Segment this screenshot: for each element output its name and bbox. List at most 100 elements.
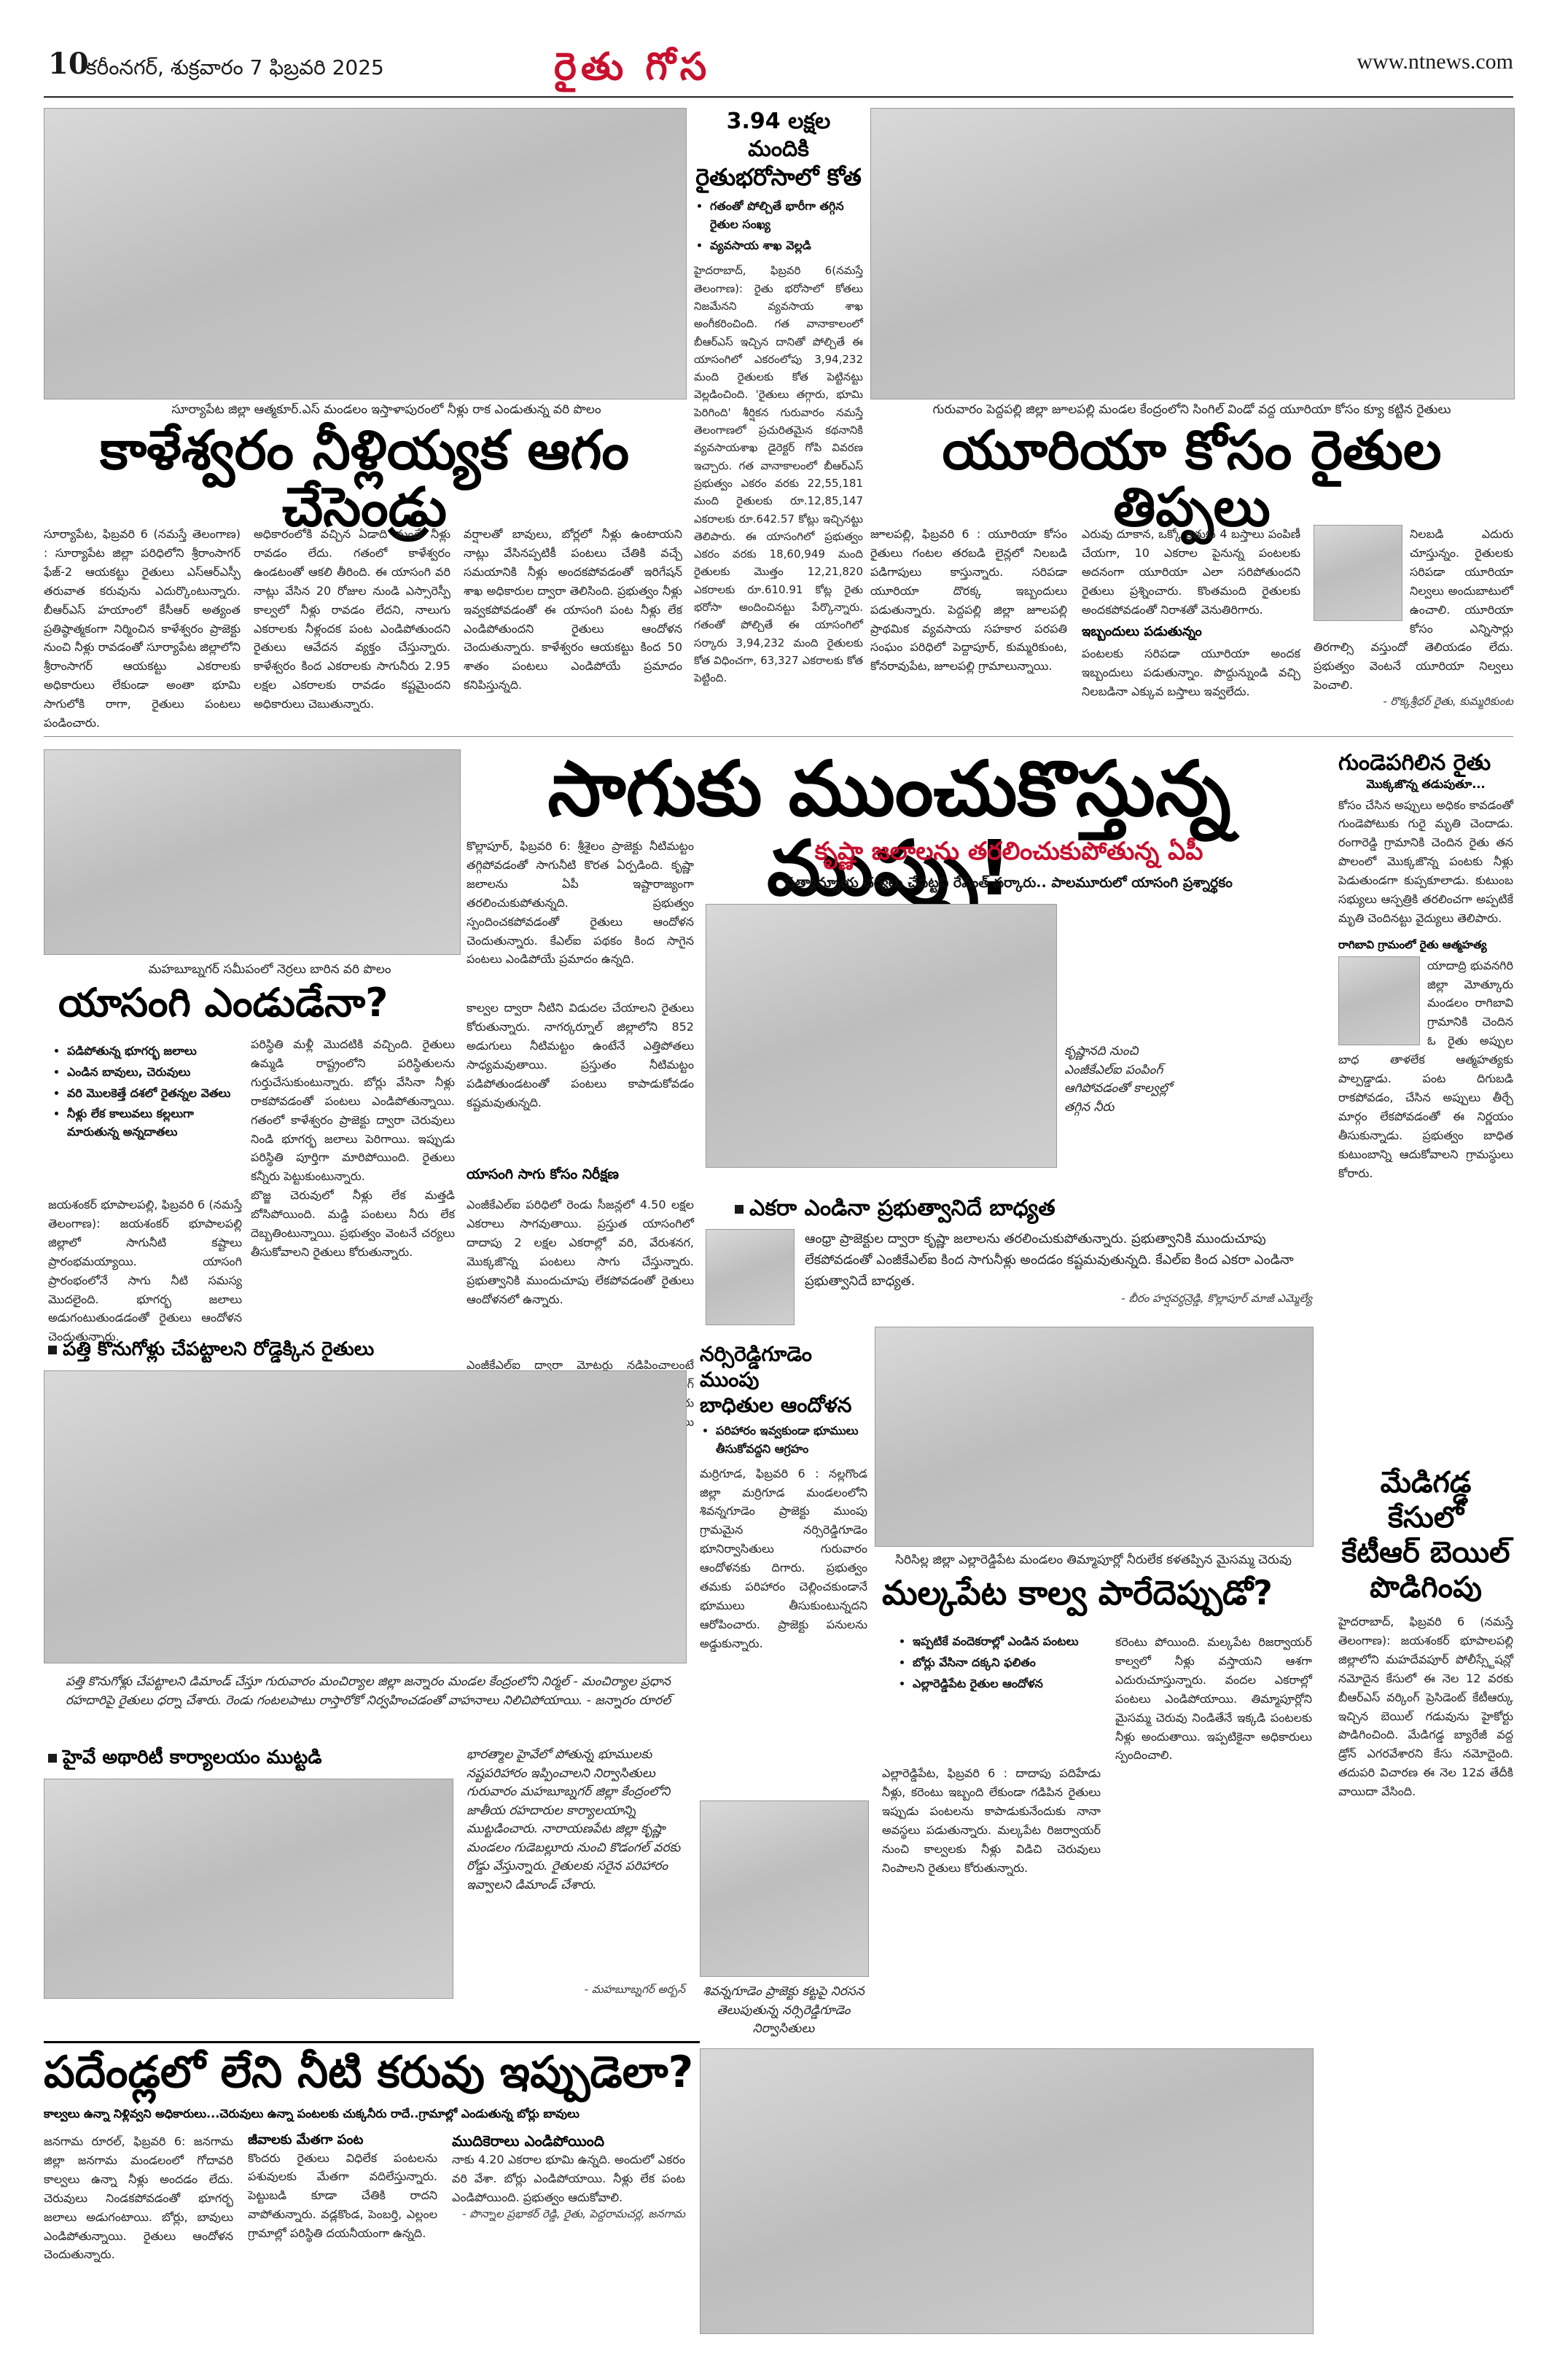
photo-cotton-protest [44,1370,687,1663]
subhead-padendla: కాల్వలు ఉన్నా నిళ్లివ్వని అధికారులు...చె… [44,2107,580,2120]
bullet: పడిపోతున్న భూగర్భ జలాలు [67,1042,241,1061]
story-ktr-bail: మేడిగడ్డ కేసులో కేటీఆర్ బెయిల్ పొడిగింపు… [1338,1465,1513,1801]
main-col-2: కాల్వల ద్వారా నీటిని విడుదల చేయాలని రైతు… [467,1001,694,1109]
bullet: వరి మొలకెత్తే దశలో రైతన్నల వెతలు [67,1085,241,1103]
site-url[interactable]: www.ntnews.com [1357,50,1513,74]
photo-kicker: గురువారం పెద్దపల్లి జిల్లా జూలపల్లి మండల… [932,402,1451,417]
mla-portrait [706,1229,795,1325]
sub-gundepagilina: మొక్కజొన్న తడుపుతూ... [1366,776,1486,791]
bullet: ఎండిన బావులు, చెరువులు [67,1064,241,1082]
photo-dry-canal [44,749,461,955]
photo-highway-protest [44,1779,453,1999]
padendla-col-2-text: కొందరు రైతులు విధిలేక పంటలను పశువులకు మే… [248,2150,437,2241]
padendla-col-3: ముదికెరాలు ఎండిపోయింది నాకు 4.20 ఎకరాల భ… [452,2132,685,2223]
yasangi-col-1: జయశంకర్ భూపాలపల్లి, ఫిబ్రవరి 6 (నమస్తే త… [48,1198,242,1344]
bullet: పరిహారం ఇవ్వకుండా భూములు తీసుకోవద్దని ఆగ… [716,1422,867,1459]
highway-byline: - మహబూబ్నగర్ అర్బన్ [584,1983,685,1996]
malkapet-kicker: సిరిసిల్ల జిల్లా ఎల్లారెడ్డిపేట మండలం తి… [895,1553,1292,1567]
main-col-1: కొల్లాపూర్, ఫిబ్రవరి 6: శ్రీశైలం ప్రాజెక… [467,837,694,969]
padendla-col-3-head: ముదికెరాలు ఎండిపోయింది [452,2132,604,2150]
headline-highway: హైవే అథారిటీ కార్యాలయం ముట్టడి [48,1746,456,1770]
headline-line-1: నర్సిరెడ్డిగూడెం ముంపు [700,1342,812,1392]
padendla-byline: - పొన్నాల ప్రభాకర్ రెడ్డి, రైతు, పెద్దరా… [462,2207,685,2220]
story-body: హైదరాబాద్, ఫిబ్రవరి 6 (నమస్తే తెలంగాణ): … [1338,1615,1513,1799]
square-bullet-icon [48,1345,57,1354]
headline-malkapet: మల్కపేట కాల్వ పారేదెప్పుడో? [882,1573,1273,1612]
square-bullet-icon [735,1204,744,1214]
headline-kaleshwaram: కాళేశ్వరం నీళ్లియ్యక ఆగం చేసెండ్రు [99,419,630,539]
yasangi-bullets: పడిపోతున్న భూగర్భ జలాలు ఎండిన బావులు, చె… [51,1042,241,1144]
urea-col-3-text: నిలబడి ఎదురు చూస్తున్నం. రైతులకు సరిపడా … [1314,527,1513,692]
urea-col-1: జూలపల్లి, ఫిబ్రవరి 6 : యూరియా కోసం రైతుల… [870,527,1067,674]
section-title: రైతు గోస [554,45,711,89]
quote-headline: ఎకరా ఎండినా ప్రభుత్వానిదే బాధ్యత [749,1195,1055,1221]
bullet: బోర్లు వేసినా దక్కని ఫలితం [913,1654,1115,1672]
square-bullet-icon [48,1753,57,1763]
page-number: 10 [48,47,89,81]
divider [44,2041,700,2043]
photo-urea-queue [870,108,1515,399]
photo-krishna-river [706,904,1057,1168]
headline-line-2: బాధితుల ఆందోళన [700,1393,852,1417]
quote-byline: - బీరం హర్షవర్ధన్రెడ్డి, కొల్లాపూర్ మాజీ… [1121,1292,1312,1306]
headline-padendla: పదేండ్లలో లేని నీటి కరువు ఇప్పుడెలా? [44,2047,694,2098]
yasangi-col-2-text: పరిస్థితి మళ్లీ మొదటికి వచ్చింది. రైతులు… [251,1037,455,1184]
headline-line-2: కేటీఆర్ బెయిల్ [1341,1536,1510,1569]
headline-gundepagilina: గుండెపగిలిన రైతు [1338,750,1491,776]
kaleshwaram-col-1: సూర్యాపేట, ఫిబ్రవరి 6 (నమస్తే తెలంగాణ) :… [44,527,241,730]
sub-raagibavi: రాగిబావి గ్రామంలో రైతు ఆత్మహత్య [1338,937,1487,951]
main-subhead: యాసంగి సాగు కోసం నిరీక్షణ [467,1166,619,1182]
story-body: కోసం చేసిన అప్పులు అధికం కావడంతో గుండెపో… [1338,797,1513,925]
photo-caption: కృష్ణానది నుంచి ఎంజీకేఎల్ఐ పంపింగ్ ఆగిపో… [1064,1044,1172,1115]
urea-col-2-text: ఎరువు దూకాన, ఒక్కో రైతుకు 4 బస్తాలు పంపి… [1082,527,1300,617]
photo-dry-tank [700,2048,1314,2334]
highway-body: భారత్మాల హైవేలో పోతున్న భూములకు నష్టపరిహ… [467,1747,681,1892]
bullet-2: వ్యవసాయ శాఖ వెల్లడి [710,237,863,255]
photo-project-protest [700,1800,869,1977]
story-narsireddigudem: నర్సిరెడ్డిగూడెం ముంపు బాధితుల ఆందోళన పర… [700,1341,867,1653]
padendla-col-2: జీవాలకు మేతగా పంట కొందరు రైతులు విధిలేక … [248,2132,437,2243]
yasangi-kicker: మహబూబ్నగర్ సమీపంలో నెర్రలు బారిన వరి పొల… [148,962,391,977]
story-body: హైదరాబాద్, ఫిబ్రవరి 6(నమస్తే తెలంగాణ): ర… [694,264,863,685]
malkapet-bullets: ఇప్పటికే వందెకరాల్లో ఎండిన పంటలు బోర్లు … [897,1633,1115,1696]
photo-dry-pond [875,1327,1314,1547]
yasangi-col-2: పరిస్థితి మళ్లీ మొదటికి వచ్చింది. రైతులు… [251,1035,455,1262]
main-col-1-text: కొల్లాపూర్, ఫిబ్రవరి 6: శ్రీశైలం ప్రాజెక… [467,839,694,967]
padendla-col-3-text: నాకు 4.20 ఎకరాల భూమి ఉన్నది. అందులో ఎకరం… [452,2153,685,2204]
bullet-1: గతంతో పోల్చితే భారీగా తగ్గిన రైతుల సంఖ్య [710,198,863,234]
malkapet-col-2: కరెంటు పోయింది. మల్కపేట రిజర్వాయర్ కాల్వ… [1115,1635,1312,1763]
headline-yasangi: యాసంగి ఎండుడేనా? [58,980,389,1026]
headline-main: సాగుకు ముంచుకొస్తున్న ముప్పు! [547,744,1231,913]
main-red-block: కృష్ణా జలాలను తరలించుకుపోతున్న ఏపీ ప్రత్… [706,837,1312,894]
headline-line-3: పొడిగింపు [1370,1571,1482,1604]
headline-line-1: 3.94 లక్షల మందికి [726,109,831,162]
farmer-portrait [1338,956,1420,1045]
red-headline: కృష్ణా జలాలను తరలించుకుపోతున్న ఏపీ [814,837,1203,866]
kaleshwaram-col-3: వర్షాలతో బావులు, బోర్లలో నీళ్లు ఉంటాయని … [464,527,682,692]
quote-text: ఆంధ్రా ప్రాజెక్టుల ద్వారా కృష్ణా జలాలను … [805,1231,1294,1289]
urea-col-3: నిలబడి ఎదురు చూస్తున్నం. రైతులకు సరిపడా … [1314,525,1513,711]
header-rule [44,96,1513,98]
malkapet-col-1: ఎల్లారెడ్డిపేట, ఫిబ్రవరి 6 : దాదాపు పదిహ… [882,1766,1101,1875]
headline-cotton: పత్తి కొనుగోళ్లు చేపట్టాలని రోడ్డెక్కిన … [48,1338,456,1362]
padendla-col-1: జనగామ రూరల్, ఫిబ్రవరి 6: జనగామ జిల్లా జన… [44,2134,233,2262]
divider [44,736,1513,737]
story-body: మర్రిగూడ, ఫిబ్రవరి 6 : నల్లగొండ జిల్లా మ… [700,1466,867,1650]
photo-kicker: సూర్యాపేట జిల్లా ఆత్మకూర్.ఎస్ మండలం ఇస్త… [171,402,601,417]
kaleshwaram-col-2: అధికారంలోకి వచ్చిన ఏడాది నుండే నీళ్లు రా… [254,527,450,711]
bullet: ఎల్లారెడ్డిపేట రైతుల ఆందోళన [913,1675,1115,1693]
headline-urea: యూరియా కోసం రైతుల తిప్పలు [942,419,1442,539]
farmer-portrait [1314,525,1402,621]
headline-line-2: రైతుభరోసాలో కోత [695,163,862,191]
urea-col-2: ఎరువు దూకాన, ఒక్కో రైతుకు 4 బస్తాలు పంపి… [1082,525,1300,701]
story-farmer-heart-attack: గుండెపగిలిన రైతు మొక్కజొన్న తడుపుతూ... క… [1338,749,1513,1182]
bullet: నీళ్లు లేక కాలువలు కల్లలుగా మారుతున్న అన… [67,1105,241,1142]
padendla-col-2-head: జీవాలకు మేతగా పంట [248,2132,364,2147]
urea-byline: - రొక్కశ్రీధర్ రైతు, కుమ్మరికుంట [1383,695,1513,709]
narsireddigudem-caption: శివన్నగూడెం ప్రాజెక్టు కట్టపై నిరసన తెలు… [703,1984,865,2036]
red-subhead: ప్రత్యామ్నాయ చర్యలు చేపట్టని రేవంత్ సర్క… [785,875,1233,891]
urea-col-2b-text: పంటలకు సరిపడా యూరియా అందక ఇబ్బందులు పడుత… [1082,647,1300,698]
main-col-3: ఎంజీకేఎల్ఐ పరిధిలో రెండు సీజన్లలో 4.50 ల… [467,1198,694,1306]
quote-box: ఎకరా ఎండినా ప్రభుత్వానిదే బాధ్యత ఆంధ్రా … [706,1195,1312,1325]
story-rythu-bharosa-cut: 3.94 లక్షల మందికి రైతుభరోసాలో కోత గతంతో … [694,108,863,687]
